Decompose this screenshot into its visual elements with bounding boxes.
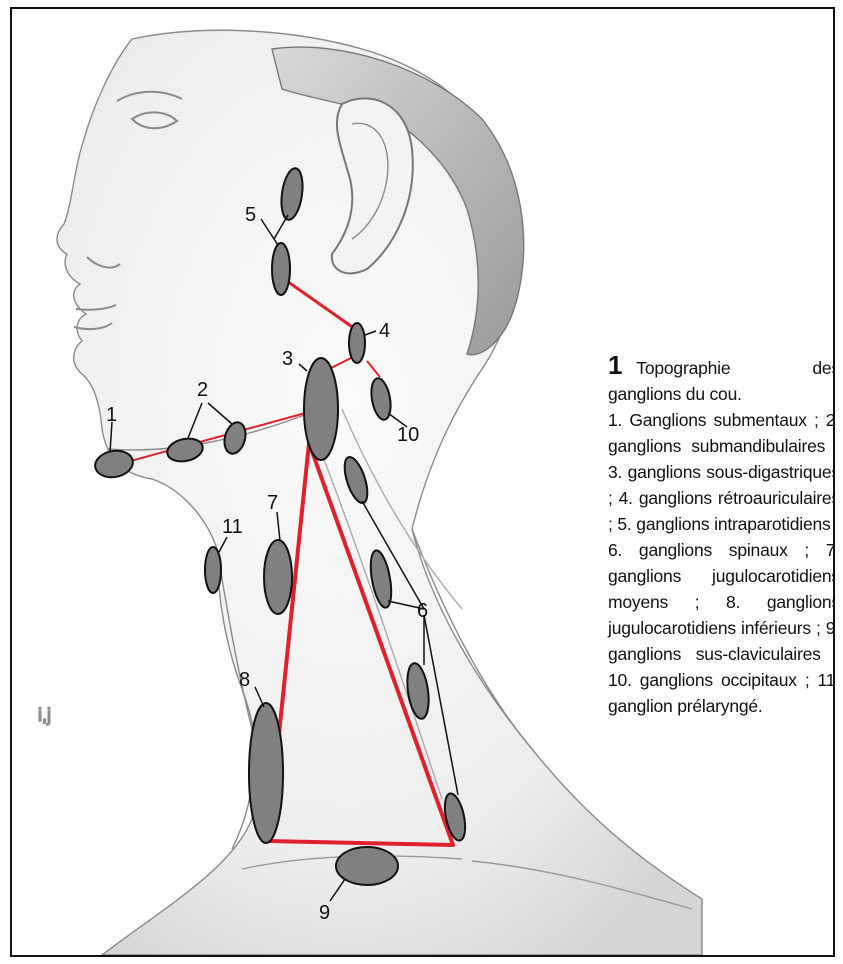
label-3: 3 [282, 348, 293, 370]
caption-heading: 1Topographie des ganglions du cou. [608, 352, 835, 407]
figure-legend: 1. Ganglions submentaux ; 2. ganglions s… [608, 410, 835, 716]
figure-number: 1 [608, 350, 622, 380]
node-3-subdigastric [304, 358, 338, 460]
label-6: 6 [417, 600, 428, 622]
node-4-retroauricular [349, 323, 365, 363]
label-7: 7 [267, 492, 278, 514]
node-7-jugulocarotid-mid [264, 540, 292, 614]
label-8: 8 [239, 669, 250, 691]
node-8-jugulocarotid-low [249, 703, 283, 843]
node-11-prelaryngeal [205, 547, 221, 593]
label-2: 2 [197, 379, 208, 401]
node-5b-intraparotid [272, 243, 290, 295]
figure-frame: i,j [10, 7, 835, 957]
label-10: 10 [397, 424, 419, 446]
head-sketch: i,j [38, 30, 702, 955]
label-5: 5 [245, 204, 256, 226]
figure-caption: 1Topographie des ganglions du cou. 1. Ga… [608, 352, 835, 719]
figure-title: Topographie des ganglions du cou. [608, 358, 835, 404]
label-1: 1 [106, 404, 117, 426]
label-9: 9 [319, 902, 330, 924]
stray-mark: i,j [38, 705, 51, 725]
label-4: 4 [379, 320, 390, 342]
label-11: 11 [222, 516, 243, 538]
